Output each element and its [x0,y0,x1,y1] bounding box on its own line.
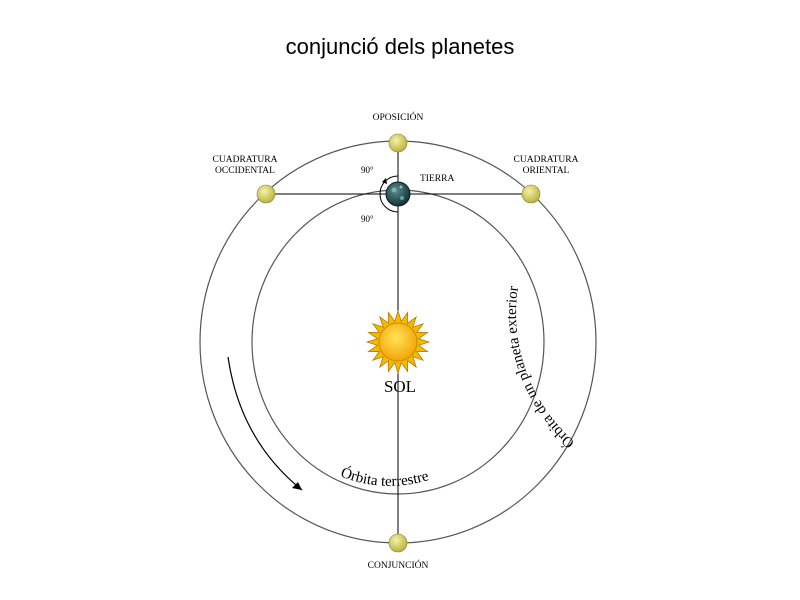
label-cuadratura-occidental-line2: OCCIDENTAL [215,166,275,176]
planet-icon [256,184,276,204]
planet-icon [388,533,408,553]
page-title: conjunció dels planetes [285,34,515,59]
label-cuadratura-occidental-line1: CUADRATURA [213,155,278,165]
label-angle-bottom: 90° [361,214,374,224]
orbit-direction-arrow-icon [227,356,303,491]
label-sol: SOL [384,377,416,396]
planet-icon [388,133,408,153]
label-oposicion: OPOSICIÓN [373,111,424,123]
label-cuadratura-oriental-line1: CUADRATURA [514,155,579,165]
orbit-direction-arrowhead-icon [292,482,302,490]
angle-arc-bottom [379,193,399,213]
rotation-arrow-icon [382,178,387,184]
planet-icon [521,184,541,204]
label-angle-top: 90° [361,165,374,175]
label-cuadratura-oriental-line2: ORIENTAL [523,166,570,176]
label-tierra: TIERRA [420,174,454,184]
sun-icon [365,309,431,375]
earth-icon [385,181,411,207]
label-conjuncion: CONJUNCIÓN [368,559,429,571]
